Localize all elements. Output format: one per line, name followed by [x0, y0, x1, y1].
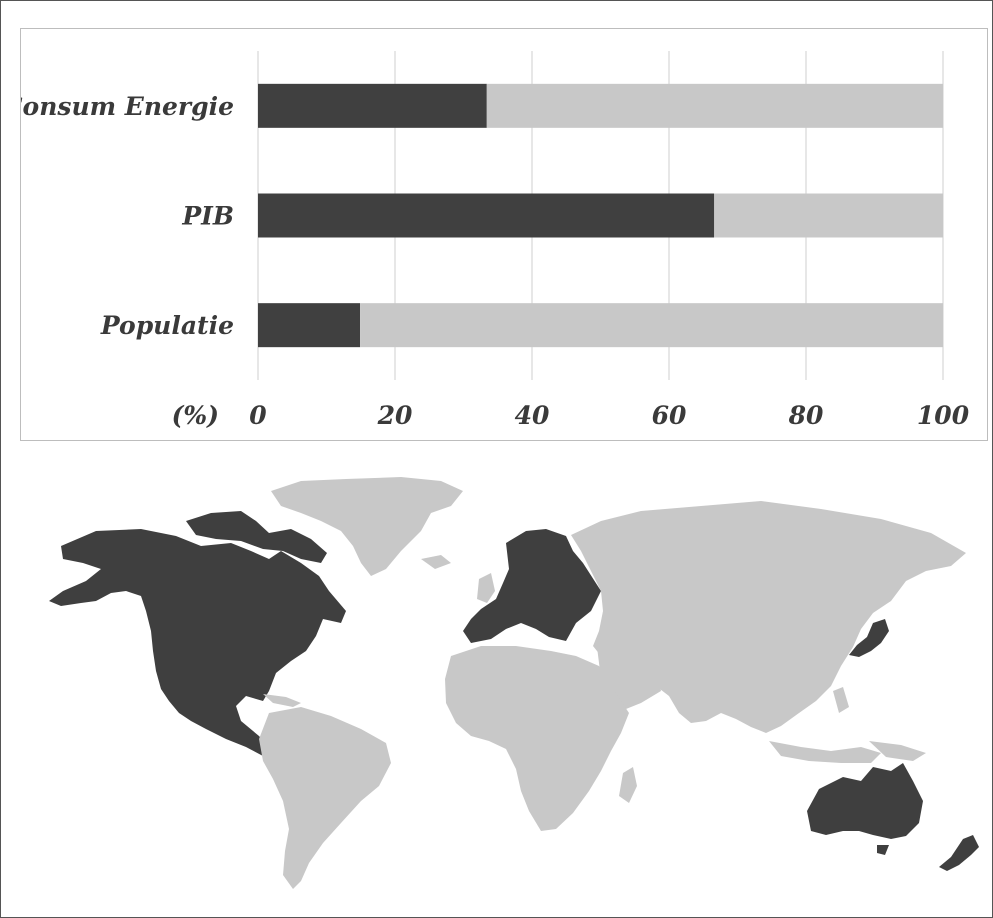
x-tick-label-1: 20 [377, 401, 413, 430]
map-tasmania [877, 845, 889, 855]
map-asia [571, 501, 966, 733]
bar-2-series-0 [258, 303, 361, 348]
map-africa [445, 646, 629, 831]
bar-0-series-0 [258, 83, 487, 128]
map-south-america [259, 707, 391, 889]
map-new-zealand [939, 835, 979, 871]
map-greenland [271, 477, 463, 576]
x-tick-label-2: 40 [515, 401, 550, 430]
category-label-2: Populatie [100, 311, 234, 340]
map-iceland [421, 555, 451, 569]
map-australia [807, 763, 923, 839]
map-japan [849, 619, 889, 657]
category-label-0: Consum Energie [21, 92, 234, 121]
x-tick-label-5: 100 [917, 401, 970, 430]
world-map [49, 477, 979, 889]
x-tick-label-0: 0 [249, 401, 267, 430]
map-new-guinea [869, 741, 926, 761]
map-philippines [833, 687, 849, 713]
x-tick-label-3: 60 [652, 401, 687, 430]
map-caribbean [263, 694, 301, 707]
map-north-america [49, 529, 346, 756]
map-madagascar [619, 767, 637, 803]
chart-bars [258, 83, 943, 348]
map-europe [463, 529, 601, 643]
x-tick-label-4: 80 [788, 401, 824, 430]
x-unit-label: (%) [172, 401, 219, 430]
bar-1-series-1 [714, 193, 943, 238]
bar-2-series-1 [360, 303, 943, 348]
bar-0-series-1 [486, 83, 943, 128]
map-arctic-islands [186, 511, 327, 563]
bar-1-series-0 [258, 193, 715, 238]
map-uk [477, 573, 495, 603]
category-label-1: PIB [181, 202, 234, 231]
map-indonesia [769, 741, 881, 763]
